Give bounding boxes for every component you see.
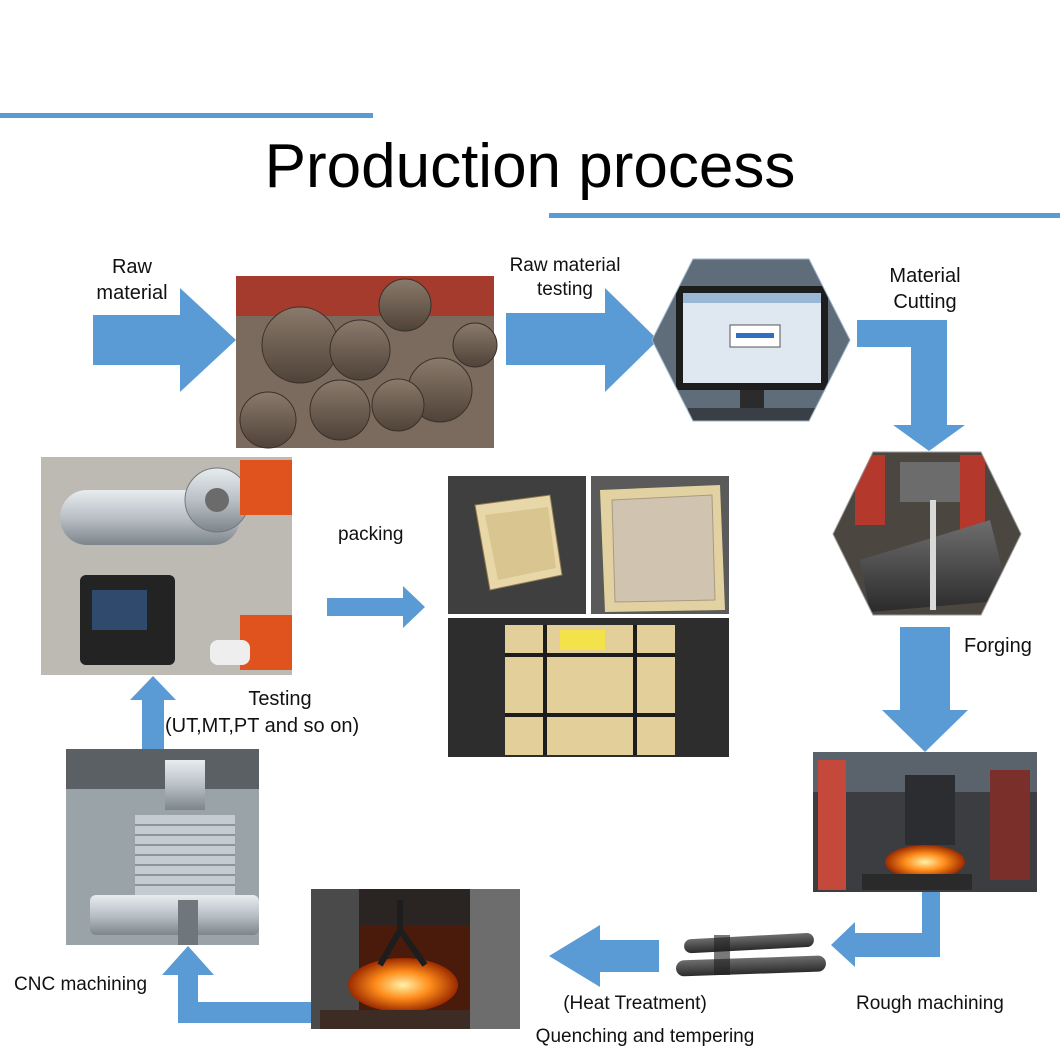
packing-photo (448, 476, 729, 757)
arrow-raw-material-testing (506, 288, 658, 392)
label-testing: Testing (248, 688, 312, 710)
forging-photo (813, 752, 1037, 892)
arrow-forging (882, 627, 968, 752)
arrow-testing (130, 676, 176, 750)
label-heat-treatment: (Heat Treatment) (563, 993, 707, 1014)
label-packing: packing (338, 524, 404, 545)
raw-material-testing-photo (652, 259, 850, 421)
page-title: Production process (264, 132, 796, 201)
heat-treatment-photo (311, 889, 520, 1029)
testing-photo (41, 457, 292, 675)
arrow-raw-material (93, 288, 236, 392)
arrow-packing (327, 586, 425, 628)
label-cnc-machining: CNC machining (14, 974, 148, 995)
label-forging: Forging (964, 635, 1032, 657)
arrow-heat-treatment (549, 925, 659, 987)
label-rough-machining: Rough machining (856, 993, 1004, 1014)
header-rule-right (549, 213, 1060, 218)
label-raw-material-testing: Raw material testing (509, 255, 621, 300)
arrow-rough-machining (831, 892, 940, 967)
arrow-material-cutting (857, 320, 965, 451)
rough-machining-photo (676, 933, 826, 977)
header-rule-left (0, 113, 373, 118)
raw-material-photo (236, 276, 498, 449)
material-cutting-photo (833, 452, 1021, 615)
arrow-cnc-machining (162, 946, 312, 1023)
label-quenching-tempering: Quenching and tempering (535, 1026, 755, 1047)
label-material-cutting: Material Cutting (889, 265, 961, 313)
label-testing-methods: (UT,MT,PT and so on) (165, 715, 360, 737)
cnc-machining-photo (66, 749, 259, 945)
label-raw-material: Raw material (96, 256, 168, 304)
